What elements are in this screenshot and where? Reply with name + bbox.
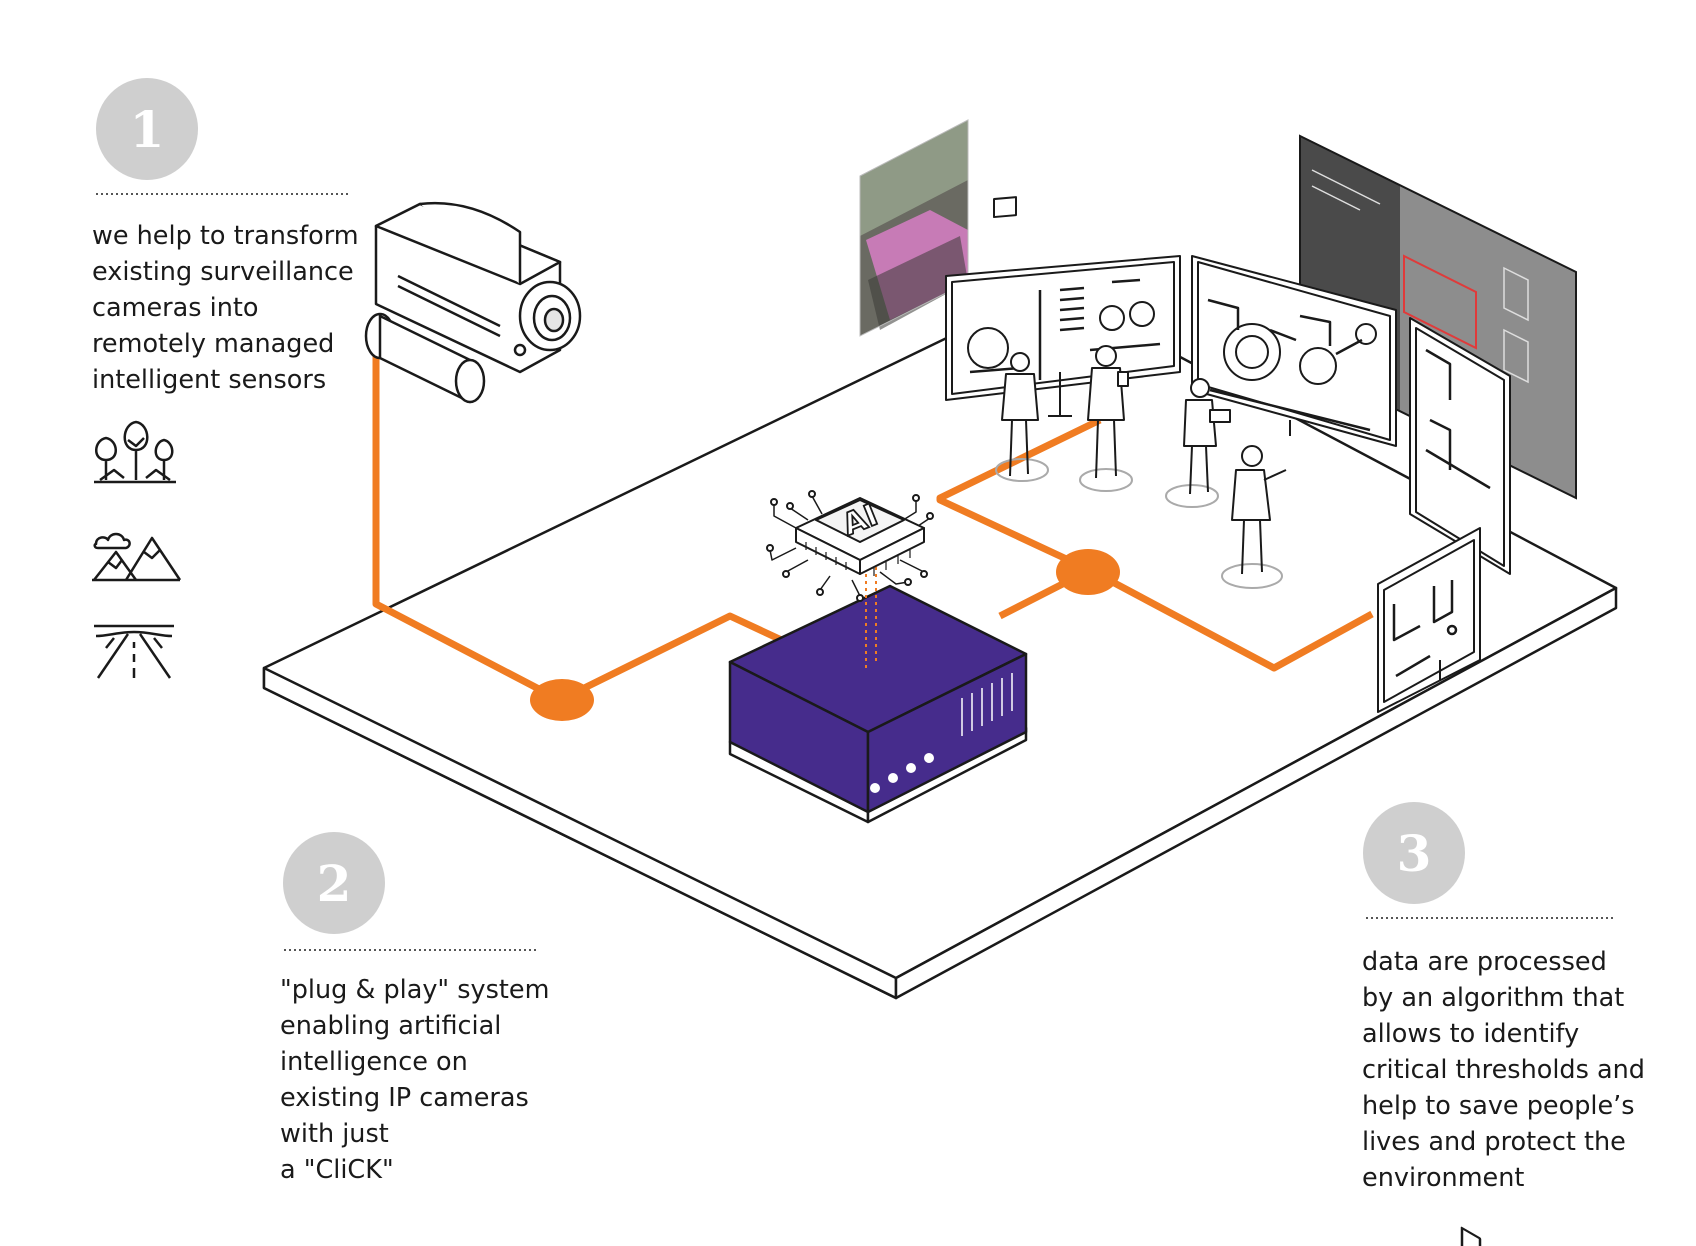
text-line: "plug & play" system: [280, 975, 550, 1005]
dotted-rules: [96, 193, 1616, 951]
step-1-badge: 1: [96, 78, 198, 180]
text-line: environment: [1362, 1163, 1525, 1193]
text-line: with just: [280, 1119, 389, 1149]
network-node: [1056, 549, 1120, 595]
surveillance-camera: [364, 201, 582, 404]
text-line: data are processed: [1362, 947, 1607, 977]
text-line: cameras into: [92, 293, 259, 323]
road-icon: [94, 624, 174, 679]
step-3-text: data are processed by an algorithm that …: [1362, 944, 1645, 1196]
text-line: critical thresholds and: [1362, 1055, 1645, 1085]
camera-feed-photo: [859, 119, 969, 337]
text-line: a "CliCK": [280, 1155, 394, 1185]
step-3-badge: 3: [1363, 802, 1465, 904]
dashboard-screens: [945, 196, 1511, 1246]
text-line: remotely managed: [92, 329, 335, 359]
text-line: help to save people’s: [1362, 1091, 1635, 1121]
ai-chip: [766, 490, 934, 602]
mountains-icon: [92, 532, 182, 582]
operators: [995, 345, 1287, 589]
text-line: intelligence on: [280, 1047, 468, 1077]
text-line: intelligent sensors: [92, 365, 327, 395]
text-line: allows to identify: [1362, 1019, 1580, 1049]
text-line: by an algorithm that: [1362, 983, 1625, 1013]
text-line: lives and protect the: [1362, 1127, 1626, 1157]
network-node: [530, 679, 594, 721]
step-2-badge: 2: [283, 832, 385, 934]
text-line: existing IP cameras: [280, 1083, 529, 1113]
step-1-text: we help to transform existing surveillan…: [92, 218, 359, 398]
text-line: existing surveillance: [92, 257, 354, 287]
forest-icon: [94, 420, 176, 484]
step-2-text: "plug & play" system enabling artificial…: [280, 972, 549, 1188]
edge-device: [728, 584, 1028, 824]
text-line: we help to transform: [92, 221, 359, 251]
text-line: enabling artificial: [280, 1011, 502, 1041]
